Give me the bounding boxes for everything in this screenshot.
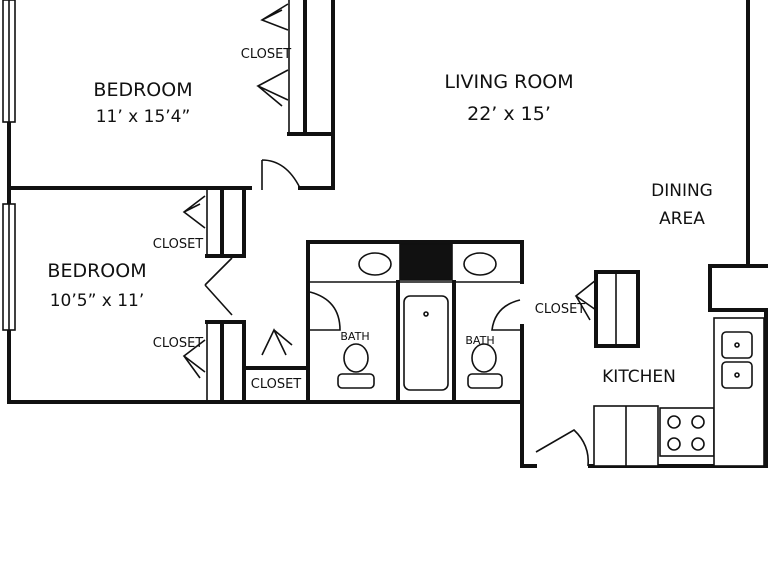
door-bath2 [491, 299, 521, 331]
kitchen-label: KITCHEN [602, 367, 676, 387]
sink-right [463, 252, 497, 276]
bedroom2-size: 10’5” x 11’ [50, 291, 145, 311]
sink-left [358, 252, 392, 276]
bath1-label: BATH [340, 330, 369, 343]
bedroom2-closet-top-label: CLOSET [153, 237, 204, 252]
door-bath1 [309, 291, 341, 331]
door-entry [535, 429, 590, 467]
living-room-name: LIVING ROOM [444, 71, 573, 93]
dining-label-line1: DINING [651, 181, 713, 201]
tub-top [399, 243, 453, 281]
bath2-closet-label: CLOSET [535, 302, 586, 317]
bedroom1-size: 11’ x 15’4” [96, 107, 191, 127]
bath2-label: BATH [465, 334, 494, 347]
bedroom1-closet-label: CLOSET [241, 47, 292, 62]
stove [659, 407, 715, 457]
labels: BEDROOM 11’ x 15’4” CLOSET LIVING ROOM 2… [47, 47, 712, 392]
tub-drain [423, 311, 429, 317]
door-hall-closet [261, 328, 293, 356]
windows [2, 0, 16, 331]
closet-door-marks [182, 3, 597, 379]
door-bedroom1 [261, 159, 301, 190]
doors [204, 159, 590, 467]
dining-label-line2: AREA [659, 209, 705, 229]
bathtub [403, 295, 449, 391]
bedroom2-name: BEDROOM [47, 260, 146, 282]
bedroom2-closet-bottom-label: CLOSET [153, 336, 204, 351]
toilet-left [343, 343, 369, 373]
sink-kitchen-1 [721, 331, 753, 359]
living-room-size: 22’ x 15’ [467, 103, 551, 125]
walls [7, 0, 768, 468]
bath-fixtures [337, 243, 503, 391]
sink-kitchen-2 [721, 361, 753, 389]
door-bedroom2 [204, 257, 233, 316]
kitchen-fixtures [593, 317, 765, 467]
hall-closet-label: CLOSET [251, 377, 302, 392]
bedroom1-name: BEDROOM [93, 79, 192, 101]
toilet-right [471, 343, 497, 373]
